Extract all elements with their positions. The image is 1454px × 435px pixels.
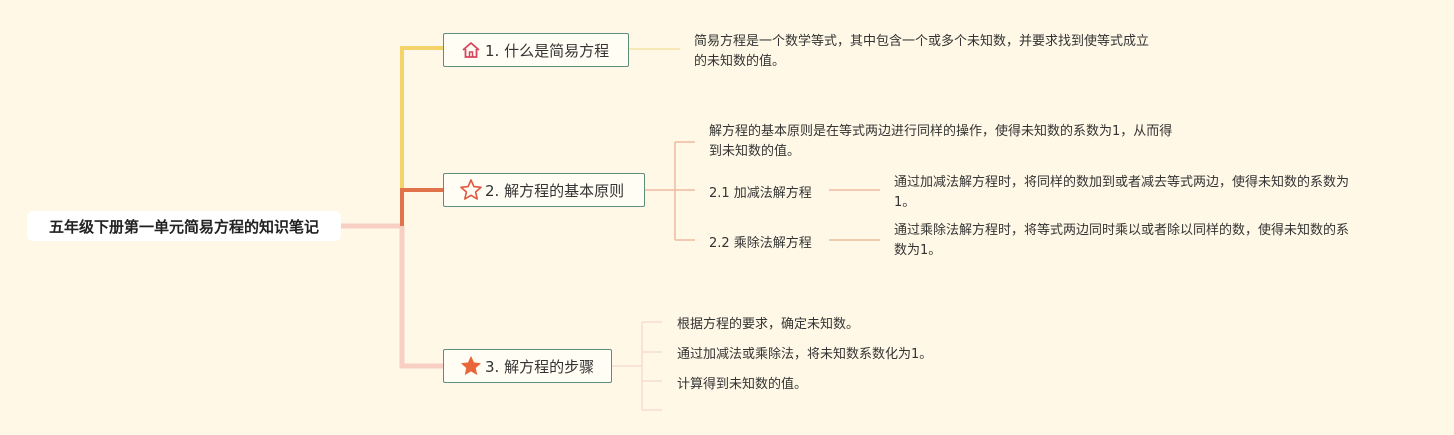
topic-1[interactable]: 1. 什么是简易方程	[443, 33, 629, 67]
topic-1-label: 1. 什么是简易方程	[485, 41, 610, 60]
house-icon	[458, 38, 484, 62]
subtopic-2-1-note: 通过加减法解方程时，将同样的数加到或者减去等式两边，使得未知数的系数为 1。	[894, 173, 1349, 213]
topic-2-label: 2. 解方程的基本原则	[485, 181, 625, 200]
subtopic-2-1[interactable]: 2.1 加减法解方程	[709, 182, 812, 201]
subtopic-2-2-note-line-2: 数为1。	[894, 243, 942, 258]
subtopic-2-2-label: 2.2 乘除法解方程	[709, 236, 812, 251]
step-3-text: 计算得到未知数的值。	[677, 377, 808, 392]
topic-3-label: 3. 解方程的步骤	[485, 357, 595, 376]
topic-2[interactable]: 2. 解方程的基本原则	[443, 173, 645, 207]
branch-3-connector	[399, 226, 443, 369]
topic-3-children-connector	[612, 321, 662, 411]
step-item[interactable]: 通过加减法或乘除法，将未知数系数化为1。	[677, 343, 932, 362]
subtopic-2-1-note-line-2: 1。	[894, 195, 916, 210]
branch-1-connector	[400, 46, 443, 226]
topic-2-note-line-2: 到未知数的值。	[709, 144, 801, 159]
topic-3[interactable]: 3. 解方程的步骤	[443, 349, 612, 383]
step-item[interactable]: 根据方程的要求，确定未知数。	[677, 313, 859, 332]
subtopic-2-2[interactable]: 2.2 乘除法解方程	[709, 232, 812, 251]
root-topic[interactable]: 五年级下册第一单元简易方程的知识笔记	[27, 211, 341, 241]
topic-2-note: 解方程的基本原则是在等式两边进行同样的操作，使得未知数的系数为1，从而得 到未知…	[709, 122, 1172, 162]
branch-2-connector	[400, 188, 443, 226]
star-outline-icon	[458, 178, 484, 202]
topic-1-note-line-1: 简易方程是一个数学等式，其中包含一个或多个未知数，并要求找到使等式成立	[694, 34, 1150, 49]
step-1-text: 根据方程的要求，确定未知数。	[677, 317, 860, 332]
subtopic-2-2-note-line-1: 通过乘除法解方程时，将等式两边同时乘以或者除以同样的数，使得未知数的系	[894, 223, 1350, 238]
subtopic-2-1-label: 2.1 加减法解方程	[709, 186, 812, 201]
star-filled-icon	[458, 354, 484, 378]
topic-2-note-line-1: 解方程的基本原则是在等式两边进行同样的操作，使得未知数的系数为1，从而得	[709, 124, 1173, 139]
root-title: 五年级下册第一单元简易方程的知识笔记	[48, 217, 319, 236]
subtopic-2-1-note-line-1: 通过加减法解方程时，将同样的数加到或者减去等式两边，使得未知数的系数为	[894, 175, 1350, 190]
topic-1-note-line-2: 的未知数的值。	[694, 54, 786, 69]
topic-1-note: 简易方程是一个数学等式，其中包含一个或多个未知数，并要求找到使等式成立 的未知数…	[694, 32, 1149, 72]
topic-2-children-connector	[645, 141, 695, 241]
step-2-text: 通过加减法或乘除法，将未知数系数化为1。	[677, 347, 933, 362]
subtopic-2-2-note: 通过乘除法解方程时，将等式两边同时乘以或者除以同样的数，使得未知数的系 数为1。	[894, 221, 1349, 261]
step-item[interactable]: 计算得到未知数的值。	[677, 373, 807, 392]
